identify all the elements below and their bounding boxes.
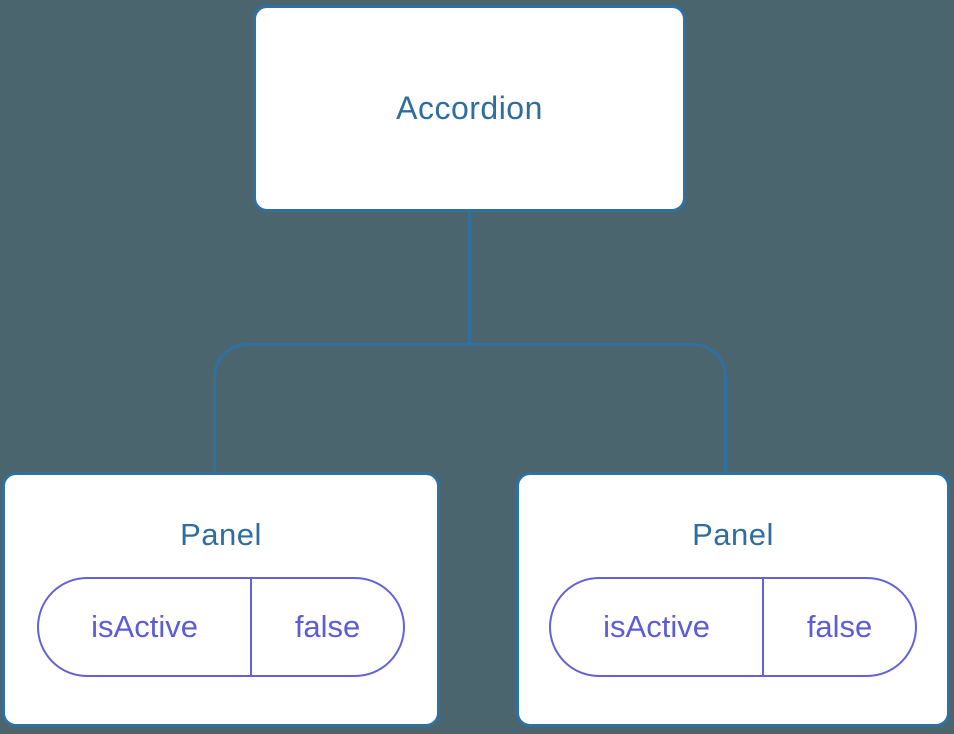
state-pill: isActive false [549, 577, 917, 677]
panel-node-label: Panel [692, 517, 774, 552]
state-pill: isActive false [37, 577, 405, 677]
panel-node-right: Panel isActive false [516, 472, 950, 727]
accordion-node-label: Accordion [396, 90, 543, 126]
panel-node-label: Panel [180, 517, 262, 552]
state-value: false [294, 609, 361, 644]
children-connector-bracket [213, 343, 727, 473]
accordion-node: Accordion [253, 5, 686, 212]
state-key: isActive [39, 579, 253, 675]
state-value: false [806, 609, 873, 644]
root-connector-line [468, 211, 471, 345]
panel-node-left: Panel isActive false [2, 472, 440, 727]
state-key: isActive [551, 579, 765, 675]
